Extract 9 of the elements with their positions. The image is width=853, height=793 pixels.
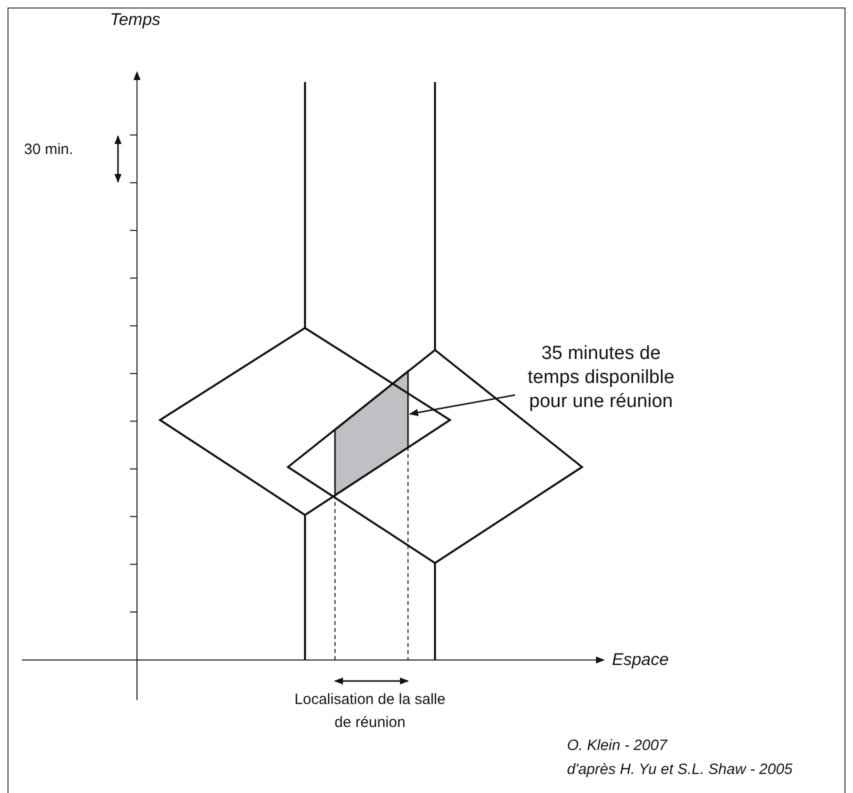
axis-label: Espace — [612, 650, 669, 670]
axis-label: Temps — [110, 10, 160, 30]
credit-text: d'après H. Yu et S.L. Shaw - 2005 — [567, 761, 792, 778]
shared-time-area — [334, 369, 409, 496]
leader-arrow — [409, 394, 516, 416]
dimension-label: 30 min. — [24, 141, 74, 158]
credit-text: O. Klein - 2007 — [567, 737, 668, 754]
callout-text: 35 minutes de temps disponilble pour une réunion — [515, 342, 687, 414]
location-label: Localisation de la salle de réunion — [294, 690, 446, 733]
